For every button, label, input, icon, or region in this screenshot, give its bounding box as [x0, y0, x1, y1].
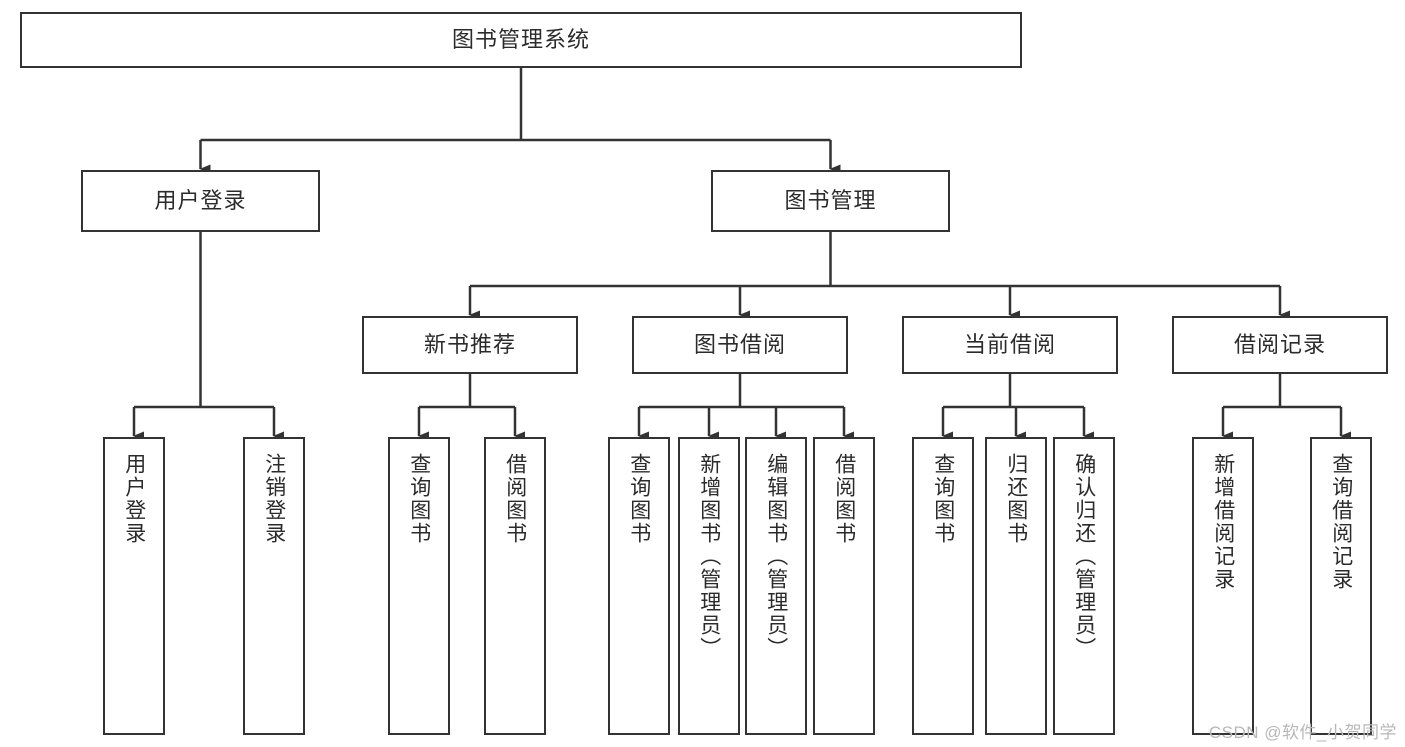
node-label: 借阅记录	[1233, 331, 1326, 357]
node-book-manage[interactable]: 图书管理	[711, 170, 950, 232]
node-label: 图书管理系统	[451, 26, 590, 52]
connector-paths	[132, 68, 1351, 441]
node-label: 图书借阅	[693, 331, 786, 357]
node-leaf-query-book-1[interactable]: 查询图书	[388, 437, 450, 735]
node-leaf-user-logout[interactable]: 注销登录	[243, 437, 305, 735]
node-leaf-query-book-3[interactable]: 查询图书	[912, 437, 974, 735]
node-label: 注销登录	[262, 453, 286, 545]
node-label: 查询图书	[931, 453, 955, 545]
node-root[interactable]: 图书管理系统	[20, 12, 1022, 68]
node-book-borrow[interactable]: 图书借阅	[632, 316, 848, 374]
node-leaf-add-book[interactable]: 新增图书（管理员）	[678, 437, 740, 735]
node-label: 新书推荐	[423, 331, 516, 357]
node-borrow-record[interactable]: 借阅记录	[1172, 316, 1388, 374]
node-leaf-confirm-return[interactable]: 确认归还（管理员）	[1053, 437, 1115, 735]
node-label: 图书管理	[784, 187, 877, 213]
node-leaf-borrow-book-2[interactable]: 借阅图书	[813, 437, 875, 735]
node-leaf-edit-book[interactable]: 编辑图书（管理员）	[745, 437, 807, 735]
node-label: 借阅图书	[503, 453, 527, 545]
node-label: 查询图书	[627, 453, 651, 545]
node-leaf-borrow-book-1[interactable]: 借阅图书	[484, 437, 546, 735]
node-user-login[interactable]: 用户登录	[81, 170, 320, 232]
node-label: 当前借阅	[963, 331, 1056, 357]
node-label: 用户登录	[154, 187, 247, 213]
node-label: 编辑图书（管理员）	[764, 453, 788, 660]
node-leaf-user-login[interactable]: 用户登录	[103, 437, 165, 735]
node-label: 查询图书	[407, 453, 431, 545]
node-new-book-rec[interactable]: 新书推荐	[362, 316, 578, 374]
node-leaf-query-book-2[interactable]: 查询图书	[608, 437, 670, 735]
node-label: 用户登录	[122, 453, 146, 545]
node-label: 借阅图书	[832, 453, 856, 545]
node-current-borrow[interactable]: 当前借阅	[902, 316, 1118, 374]
node-label: 新增图书（管理员）	[697, 453, 721, 660]
node-label: 新增借阅记录	[1211, 453, 1235, 591]
node-label: 查询借阅记录	[1329, 453, 1353, 591]
node-leaf-add-record[interactable]: 新增借阅记录	[1192, 437, 1254, 735]
node-label: 确认归还（管理员）	[1072, 453, 1096, 660]
node-leaf-query-record[interactable]: 查询借阅记录	[1310, 437, 1372, 735]
node-leaf-return-book[interactable]: 归还图书	[985, 437, 1047, 735]
node-label: 归还图书	[1004, 453, 1028, 545]
